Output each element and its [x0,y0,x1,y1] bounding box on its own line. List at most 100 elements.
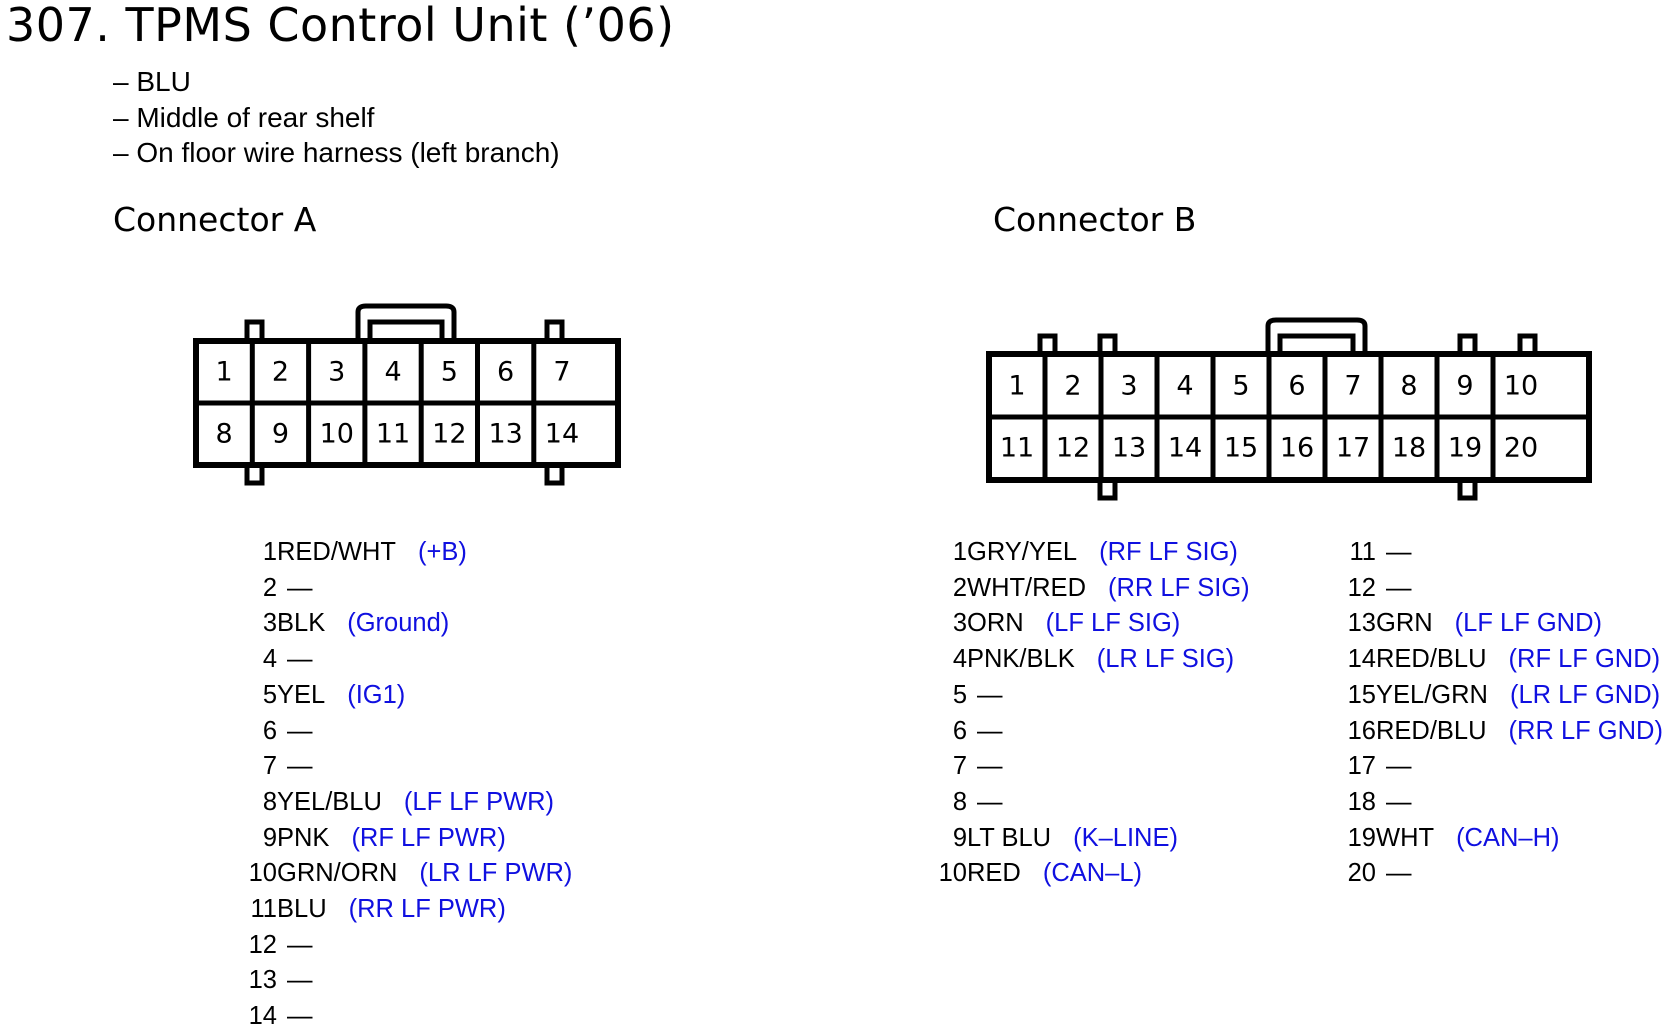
pin-wire-color: RED [967,859,1021,888]
pin-wire-color: — [1386,859,1412,888]
location-notes: – BLU – Middle of rear shelf – On floor … [113,64,560,171]
connector-a-cavity-label: 3 [328,357,345,388]
connector-b-latch [1265,317,1368,358]
pin-number: 14 [1347,645,1376,674]
pin-wire-color: GRY/YEL [967,538,1078,566]
connector-a-cavity-label: 8 [216,419,233,450]
pin-number: 11 [250,895,277,923]
pin-wire-color: YEL [277,680,326,709]
connector-b-cavity-label: 15 [1224,433,1258,464]
connector-a-title: Connector A [113,200,317,239]
pin-function: (RF LF GND) [1508,645,1661,674]
connector-a-cavity-label: 11 [376,419,410,450]
pin-wire-color: RED/BLU [1376,645,1487,674]
pin-function: (LR LF SIG) [1096,645,1235,674]
pin-function: (RF LF SIG) [1099,538,1238,566]
pin-number: 5 [952,680,967,709]
note-harness: – On floor wire harness (left branch) [113,137,560,168]
connector-b-cavity-label: 20 [1504,433,1538,464]
pin-function: (CAN–H) [1456,823,1560,852]
connector-a-latch [355,303,457,345]
pin-number: 4 [262,645,277,674]
pin-wire-color: WHT/RED [967,573,1086,602]
connector-b-cavity-label: 5 [1232,371,1249,402]
pin-wire-color: — [287,930,313,959]
pin-wire-color: YEL/BLU [277,787,382,816]
pin-wire-color: GRN/ORN [277,859,398,888]
connector-a-cavity-label: 4 [384,357,401,388]
pin-wire-color: — [287,1002,313,1031]
connector-a-cavity-label: 10 [320,419,354,450]
pin-number: 10 [938,859,967,888]
connector-a-cavity-label: 2 [272,357,289,388]
pin-number: 7 [262,752,277,781]
pin-number: 1 [262,538,277,566]
pin-wire-color: RED/WHT [277,538,396,566]
connector-a-cavity-label: 14 [545,419,579,450]
pin-wire-color: — [287,966,313,995]
pin-number: 10 [248,859,277,888]
pin-function: (RF LF PWR) [351,823,506,852]
pin-number: 15 [1347,680,1376,709]
connector-b-cavity-label: 4 [1176,371,1193,402]
pin-number: 14 [248,1002,277,1031]
connector-b-cavity-label: 10 [1504,371,1538,402]
pin-number: 6 [262,716,277,745]
pin-number: 6 [952,716,967,745]
pin-wire-color: — [1386,573,1412,602]
connector-a-cavity-label: 1 [216,357,233,388]
pin-function: (LR LF PWR) [419,859,573,888]
connector-a-cavity-label: 6 [497,357,514,388]
connector-b-cavity-label: 8 [1400,371,1417,402]
pin-number: 17 [1347,752,1376,781]
pin-number: 3 [262,609,277,638]
pin-number: 18 [1347,787,1376,816]
connector-b-cavity-label: 7 [1344,371,1361,402]
connector-b-cavity-label: 11 [1000,433,1034,464]
pin-wire-color: ORN [967,609,1024,638]
connector-b-cavity-label: 18 [1392,433,1426,464]
pin-function: (Ground) [347,609,450,638]
pin-number: 5 [262,680,277,709]
connector-b-cavity-label: 2 [1064,371,1081,402]
pin-number: 8 [952,787,967,816]
note-location: – Middle of rear shelf [113,101,375,133]
pin-function: (LR LF GND) [1509,680,1661,709]
connector-b-cavity-label: 14 [1168,433,1202,464]
pin-wire-color: BLU [277,895,327,923]
connector-b-cavity-label: 12 [1056,433,1090,464]
connector-b-cavity-label: 1 [1008,371,1025,402]
connector-b-cavity-label: 16 [1280,433,1314,464]
pin-function: (RR LF SIG) [1107,573,1250,602]
pin-wire-color: — [1386,752,1412,781]
pin-wire-color: — [287,645,313,674]
pin-function: (IG1) [347,680,406,709]
pin-wire-color: — [977,752,1003,781]
pin-function: (K–LINE) [1073,823,1178,852]
connector-a-cavity-label: 7 [553,357,570,388]
pin-function: (RR LF PWR) [348,895,506,923]
pin-number: 20 [1347,859,1376,888]
pin-number: 2 [262,573,277,602]
pin-wire-color: LT BLU [967,823,1052,852]
pin-number: 12 [248,930,277,959]
pin-wire-color: BLK [277,609,326,638]
connector-b-cavity-label: 9 [1456,371,1473,402]
pin-wire-color: — [287,573,313,602]
pin-wire-color: GRN [1376,609,1433,638]
pin-number: 3 [952,609,967,638]
pin-number: 13 [1347,609,1376,638]
pin-wire-color: PNK [277,823,330,852]
connector-b-cavity-label: 17 [1336,433,1370,464]
pin-number: 7 [952,752,967,781]
pin-wire-color: — [977,787,1003,816]
pin-wire-color: RED/BLU [1376,716,1487,745]
pin-wire-color: — [1386,538,1412,566]
connector-a-cavity-label: 5 [441,357,458,388]
pin-number: 1 [952,538,967,566]
pin-function: (LF LF PWR) [403,787,555,816]
pin-wire-color: WHT [1376,823,1435,852]
pin-function: (LF LF SIG) [1045,609,1181,638]
pin-number: 9 [262,823,277,852]
